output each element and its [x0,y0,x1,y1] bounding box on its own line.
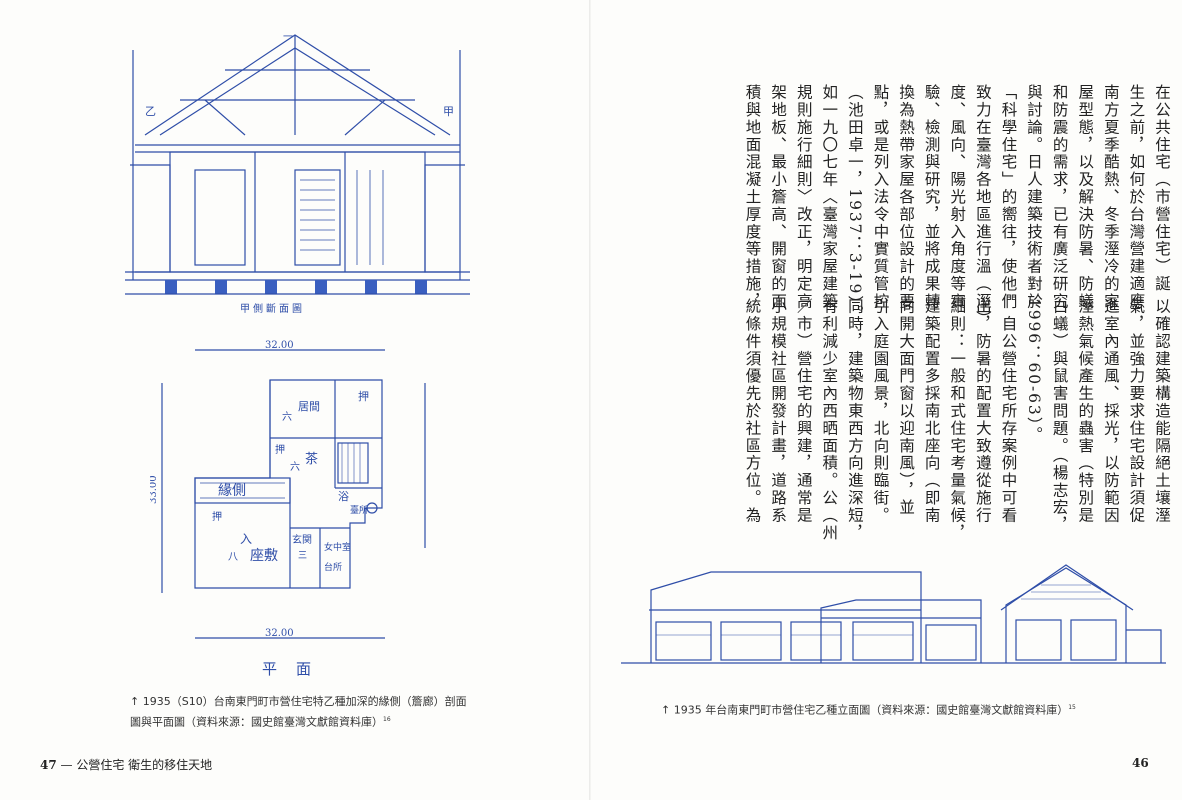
plan-label-oshi-c: 押 [275,443,285,456]
text-column: 白蟻）與鼠害問題。（楊志宏， [1050,298,1069,534]
left-page: 乙 甲 一 甲側斷面圖 32.00 32.00 33.00 [40,32,490,773]
plan-label-genkan: 玄関 [292,533,312,546]
plan-depth-dim: 33.00 [150,475,159,504]
text-column: 建築配置多採南北座向（即南 [922,298,941,525]
page-footer-right: 46 [1132,756,1149,770]
body-text-upper: 在公共住宅（市營住宅）誕生之前，如何於台灣營建適應南方夏季酷熱、冬季溼冷的家屋型… [739,84,1174,328]
text-column: 進室內通風、採光，以防範因 [1101,298,1120,525]
footnote-ref: 16 [383,716,391,723]
text-column: 統條件須優先於社區方位。為 [743,298,762,525]
plan-label-8: 八 [228,552,238,563]
text-column: 屋型態，以及解決防暑、防蟻 [1076,84,1095,311]
text-column: 同時，建築物東西方向進深短， [845,298,864,542]
plan-width-dim: 32.00 [265,340,294,351]
text-column: ／市）營住宅的興建，通常是 [794,298,813,525]
text-column: 度、風向、陽光射入角度等實 [948,84,967,311]
section-drawing: 乙 甲 一 甲側斷面圖 [125,32,470,315]
plan-label-kitchen2: 臺所 [350,504,368,516]
text-column: 氣，並強力要求住宅設計須促 [1127,298,1146,525]
text-column: 規則施行細則〉改正，明定高 [794,84,813,311]
text-column: 向開大面門窗以迎南風），並 [897,298,916,517]
figure-caption-left: ↑ 1935（S10）台南東門町市營住宅特乙種加深的緣側（簷廊）剖面 圖與平面圖… [130,693,490,732]
text-column: 引入庭園風景，北向則臨街。 [871,298,890,525]
plan-drawing: 32.00 32.00 33.00 緣側 居間 六 茶 六 入 座敷 八 押 [150,340,426,678]
plan-label-maid: 女中室 [324,541,351,553]
footnote-ref: 15 [1068,704,1076,711]
folio-dash: — [60,758,73,772]
plan-label-iri: 入 [240,532,252,546]
plan-width-dim-bottom: 32.00 [265,628,294,639]
plan-label-zashiki: 座敷 [250,548,278,564]
plan-label-kitchen: 台所 [324,561,342,573]
text-column: 溼熱氣候產生的蟲害（特別是 [1076,298,1095,525]
text-column: 換為熱帶家屋各部位設計的要 [897,84,916,311]
section-mark: 一 [283,32,293,43]
text-column: 和防震的需求，已有廣泛研究 [1050,84,1069,311]
plan-label-6b: 六 [290,461,300,473]
plan-label-oshi-b: 押 [212,510,222,523]
section-mark-left: 乙 [145,105,156,118]
text-column: 「科學住宅」的嚮往，使他們 [999,84,1018,311]
page-number: 47 [40,758,57,772]
text-column: 小規模社區開發計畫，道路系 [769,298,788,525]
section-bottom-label: 甲側斷面圖 [240,302,305,315]
figure-caption-right: ↑ 1935 年台南東門町市營住宅乙種立面圖（資料來源：國史館臺灣文獻館資料庫）… [661,699,1161,720]
text-column: 致力在臺灣各地區進行溫（溼） [973,84,992,328]
page-footer-left: 47 — 公營住宅 衛生的移住天地 [40,756,212,773]
page-number: 46 [1132,756,1149,770]
body-text-lower: 以確認建築構造能隔絕土壤溼氣，並強力要求住宅設計須促進室內通風、採光，以防範因溼… [739,298,1174,542]
plan-label-engawa: 緣側 [218,483,246,499]
text-column: 積與地面混凝土厚度等措施， [743,84,762,311]
plan-label-oshi-a: 押 [358,389,369,403]
elevation-drawing [621,564,1166,664]
plan-label-cha: 茶 [305,451,318,467]
text-column: 細則：一般和式住宅考量氣候， [948,298,967,542]
text-column: 在公共住宅（市營住宅）誕 [1153,84,1171,293]
text-column: 驗、檢測與研究，並將成果轉 [922,84,941,311]
text-column: 出，防暑的配置大致遵從施行 [973,298,992,525]
plan-title: 平 面 [262,660,313,678]
plan-label-bath: 浴 [338,490,349,503]
running-title: 公營住宅 衛生的移住天地 [76,758,213,772]
text-column: 南方夏季酷熱、冬季溼冷的家 [1101,84,1120,311]
plan-label-ima: 居間 [298,400,320,413]
text-column: 生之前，如何於台灣營建適應 [1127,84,1146,311]
text-column: 以確認建築構造能隔絕土壤溼 [1153,298,1171,525]
plan-label-3: 三 [298,551,307,561]
text-column: （池田卓一，1937：3-19）。 [845,84,864,323]
text-column: 與討論。日人建築技術者對於 [1025,84,1044,311]
caption-line: 圖與平面圖（資料來源：國史館臺灣文獻館資料庫）16 [130,715,391,729]
plan-label-6a: 六 [282,411,292,423]
text-column: 自公營住宅所存案例中可看 [999,298,1018,525]
text-column: 有利減少室內西晒面積。公（州 [820,298,839,542]
text-column: 如一九〇七年〈臺灣家屋建築 [820,84,839,311]
caption-line: ↑ 1935（S10）台南東門町市營住宅特乙種加深的緣側（簷廊）剖面 [130,695,467,708]
text-column: 架地板、最小簷高、開窗的面 [769,84,788,311]
right-page: 在公共住宅（市營住宅）誕生之前，如何於台灣營建適應南方夏季酷熱、冬季溼冷的家屋型… [591,0,1182,800]
text-column: 1996：60-63）。 [1025,298,1044,444]
section-mark-right: 甲 [443,105,454,118]
text-column: 點，或是列入法令中實質管控 [871,84,890,311]
caption-line: ↑ 1935 年台南東門町市營住宅乙種立面圖（資料來源：國史館臺灣文獻館資料庫） [661,703,1069,717]
